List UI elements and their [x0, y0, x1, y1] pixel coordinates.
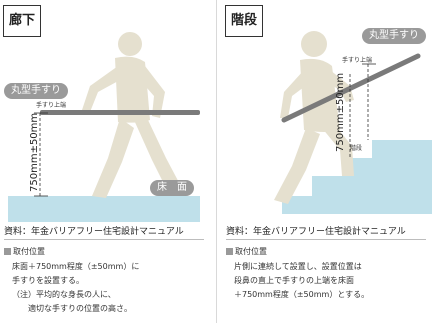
stairs-section-head: 取付位置: [226, 246, 267, 257]
stairs-line-1: 片側に連続して設置し、設置位置は: [234, 262, 362, 271]
stairs-line-2: 段鼻の直上で手すりの上端を床面: [234, 276, 354, 285]
corridor-handrail-top-label: 手すり上端: [36, 102, 67, 109]
corridor-section-head-text: 取付位置: [13, 247, 45, 256]
stairs-section-head-text: 取付位置: [235, 247, 267, 256]
corridor-line-1: 床面＋750mm程度（±50mm）に: [12, 262, 140, 271]
stairs-step-label: 階段: [350, 145, 363, 152]
stairs-separator: [226, 239, 426, 240]
corridor-line-2: 手すりを設置する。: [12, 276, 84, 285]
corridor-separator: [4, 239, 204, 240]
stairs-handrail-top-label: 手すり上端: [342, 57, 373, 64]
stairs-source: 資料：年金バリアフリー住宅設計マニュアル: [226, 227, 406, 237]
corridor-handrail: [40, 110, 200, 115]
square-bullet-icon: [4, 248, 11, 255]
panel-divider: [216, 0, 217, 323]
stairs-handrail: [281, 53, 421, 123]
stairs-panel: 階段 丸型手すり 手すり上端 750mm±50mm 階段 資料：年金バリアフリー…: [222, 0, 432, 323]
corridor-floor: [8, 196, 200, 222]
climbing-person-figure: [274, 31, 354, 204]
stairs-handrail-label: 丸型手すり: [362, 28, 426, 44]
walking-person-figure: [82, 32, 184, 198]
stairs-line-3: ＋750mm程度（±50mm）とする。: [234, 290, 370, 299]
corridor-panel: 廊下 丸型手すり 手すり上端 750mm±50mm 床 面 資料：年金バリアフリ…: [0, 0, 210, 323]
corridor-handrail-label: 丸型手すり: [4, 83, 68, 99]
corridor-line-3: （注）平均的な身長の人に、: [12, 290, 116, 299]
corridor-floor-label: 床 面: [150, 180, 194, 196]
stairs-illustration: [274, 31, 432, 214]
stairs-title: 階段: [225, 5, 263, 37]
stairs-steps: [282, 140, 432, 214]
square-bullet-icon: [226, 248, 233, 255]
corridor-section-head: 取付位置: [4, 246, 45, 257]
corridor-height-label: 750mm±50mm: [29, 112, 40, 192]
corridor-source: 資料：年金バリアフリー住宅設計マニュアル: [4, 227, 184, 237]
corridor-line-4: 適切な手すりの位置の高さ。: [12, 304, 132, 313]
corridor-title: 廊下: [3, 5, 41, 37]
corridor-illustration: [8, 32, 200, 222]
stairs-height-label: 750mm±50mm: [335, 72, 346, 152]
